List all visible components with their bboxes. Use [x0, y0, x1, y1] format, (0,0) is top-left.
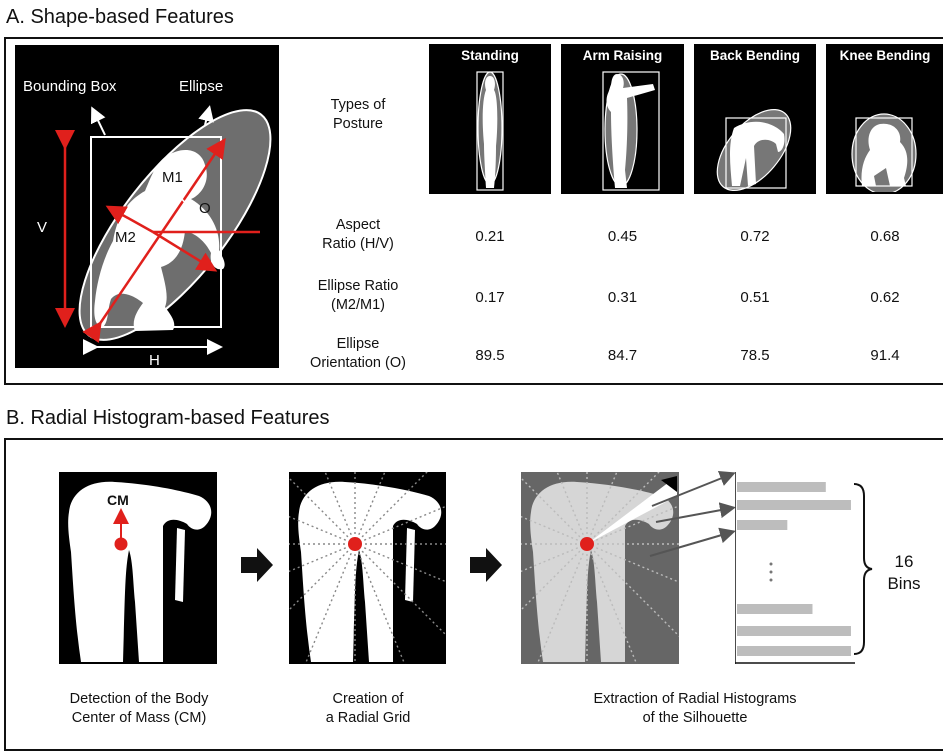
- bounding-box-label: Bounding Box: [23, 78, 117, 95]
- step-caption-histogram: Extraction of Radial Histograms of the S…: [560, 690, 830, 728]
- bins-label: 16 Bins: [874, 551, 934, 595]
- ellipse-ratio-knee-bending: 0.62: [826, 289, 943, 306]
- flow-arrow-icon: [241, 548, 273, 582]
- section-b-title: B. Radial Histogram-based Features: [6, 407, 329, 430]
- silhouette-shape: [68, 482, 211, 662]
- h-label: H: [149, 352, 160, 368]
- orientation-arm-raising: 84.7: [561, 347, 684, 364]
- flow-arrow-icon: [470, 548, 502, 582]
- step-radial-grid-image: [289, 472, 446, 664]
- step-caption-cm: Detection of the Body Center of Mass (CM…: [24, 690, 254, 728]
- posture-thumb-back-bending: Back Bending: [694, 44, 816, 194]
- ellipse-ratio-arm-raising: 0.31: [561, 289, 684, 306]
- histogram-bar: [737, 500, 851, 510]
- bins-brace: [852, 482, 874, 656]
- posture-name: Back Bending: [694, 44, 816, 63]
- orientation-knee-bending: 91.4: [826, 347, 943, 364]
- posture-thumb-arm-raising: Arm Raising: [561, 44, 684, 194]
- shape-feature-figure: Bounding Box Ellipse M1 M2 O V H: [15, 45, 279, 368]
- row-label-types-of-posture: Types of Posture: [298, 96, 418, 134]
- histogram-bar: [737, 604, 812, 614]
- row-label-ellipse-orientation: Ellipse Orientation (O): [290, 335, 426, 373]
- v-label: V: [37, 219, 47, 236]
- aspect-ratio-back-bending: 0.72: [694, 228, 816, 245]
- o-label: O: [199, 200, 211, 217]
- ellipse-ratio-back-bending: 0.51: [694, 289, 816, 306]
- step-cm-detection-image: CM: [59, 472, 217, 664]
- cm-label: CM: [107, 492, 129, 508]
- posture-name: Arm Raising: [561, 44, 684, 63]
- ellipse-ratio-standing: 0.17: [429, 289, 551, 306]
- histogram-connectors: [640, 470, 740, 570]
- orientation-standing: 89.5: [429, 347, 551, 364]
- orientation-back-bending: 78.5: [694, 347, 816, 364]
- posture-name: Standing: [429, 44, 551, 63]
- step-caption-grid: Creation of a Radial Grid: [290, 690, 446, 728]
- row-label-aspect-ratio: Aspect Ratio (H/V): [290, 216, 426, 254]
- aspect-ratio-standing: 0.21: [429, 228, 551, 245]
- posture-name: Knee Bending: [826, 44, 943, 63]
- posture-illustration: Bounding Box Ellipse M1 M2 O V H: [15, 45, 279, 368]
- radial-histogram: [735, 472, 855, 664]
- posture-thumb-standing: Standing: [429, 44, 551, 194]
- histogram-bar: [737, 520, 787, 530]
- posture-thumb-knee-bending: Knee Bending: [826, 44, 943, 194]
- aspect-ratio-knee-bending: 0.68: [826, 228, 943, 245]
- histogram-bar: [737, 482, 826, 492]
- section-a-title: A. Shape-based Features: [6, 6, 234, 29]
- histogram-bar: [737, 626, 851, 636]
- row-label-ellipse-ratio: Ellipse Ratio (M2/M1): [290, 277, 426, 315]
- m2-label: M2: [115, 229, 136, 246]
- ellipse-label: Ellipse: [179, 78, 223, 95]
- histogram-bar: [737, 646, 851, 656]
- m1-label: M1: [162, 169, 183, 186]
- aspect-ratio-arm-raising: 0.45: [561, 228, 684, 245]
